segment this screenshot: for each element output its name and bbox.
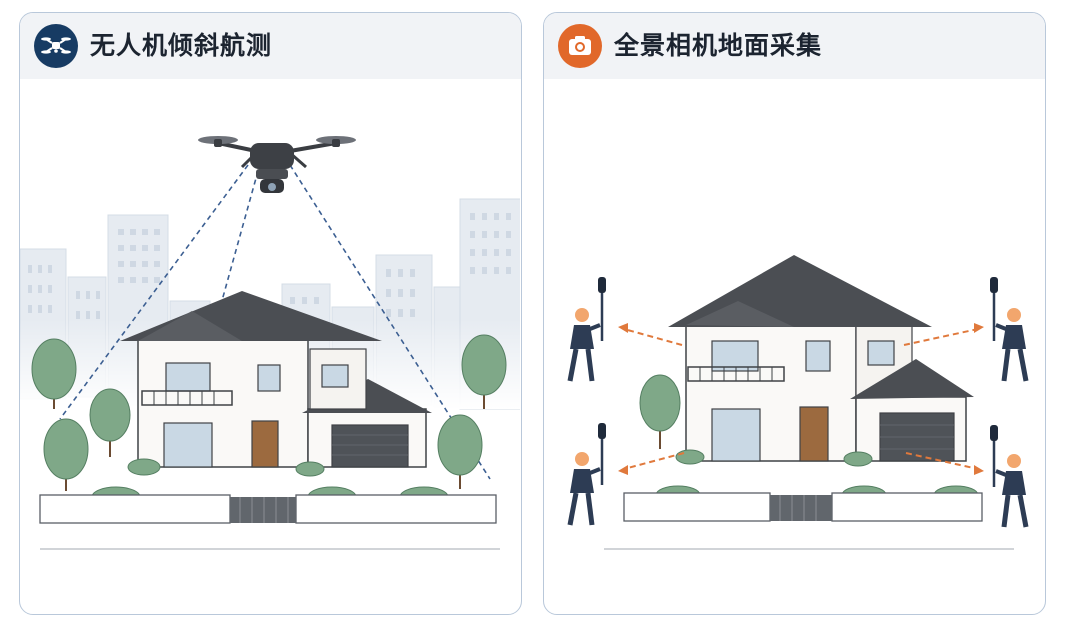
front-wall [39, 494, 500, 550]
panel-title: 无人机倾斜航测 [90, 31, 273, 60]
house [668, 255, 974, 462]
operator-bottom-left [567, 423, 606, 526]
drone-badge [34, 24, 78, 68]
trees [31, 334, 507, 491]
panel-title: 全景相机地面采集 [614, 31, 823, 60]
drone-icon [41, 37, 71, 54]
drone-aircraft [198, 136, 356, 193]
drone-scene [20, 136, 520, 550]
panel-panoramic-ground-capture: 全景相机地面采集 [543, 12, 1046, 615]
arrow-heads [618, 323, 984, 475]
panel-drone-oblique-survey: 无人机倾斜航测 [19, 12, 522, 615]
front-wall [604, 492, 1014, 550]
camera-badge [558, 24, 602, 68]
operator-top-right [990, 277, 1029, 382]
camera-icon [569, 36, 591, 55]
panel-header: 无人机倾斜航测 [20, 13, 521, 79]
capture-arrows [623, 328, 979, 470]
trees [639, 374, 681, 449]
ground-capture-scene [567, 255, 1029, 550]
panel-header: 全景相机地面采集 [544, 13, 1045, 79]
operator-top-left [567, 277, 606, 382]
operator-bottom-right [990, 425, 1029, 528]
house [120, 291, 432, 468]
building-windows [28, 213, 511, 319]
